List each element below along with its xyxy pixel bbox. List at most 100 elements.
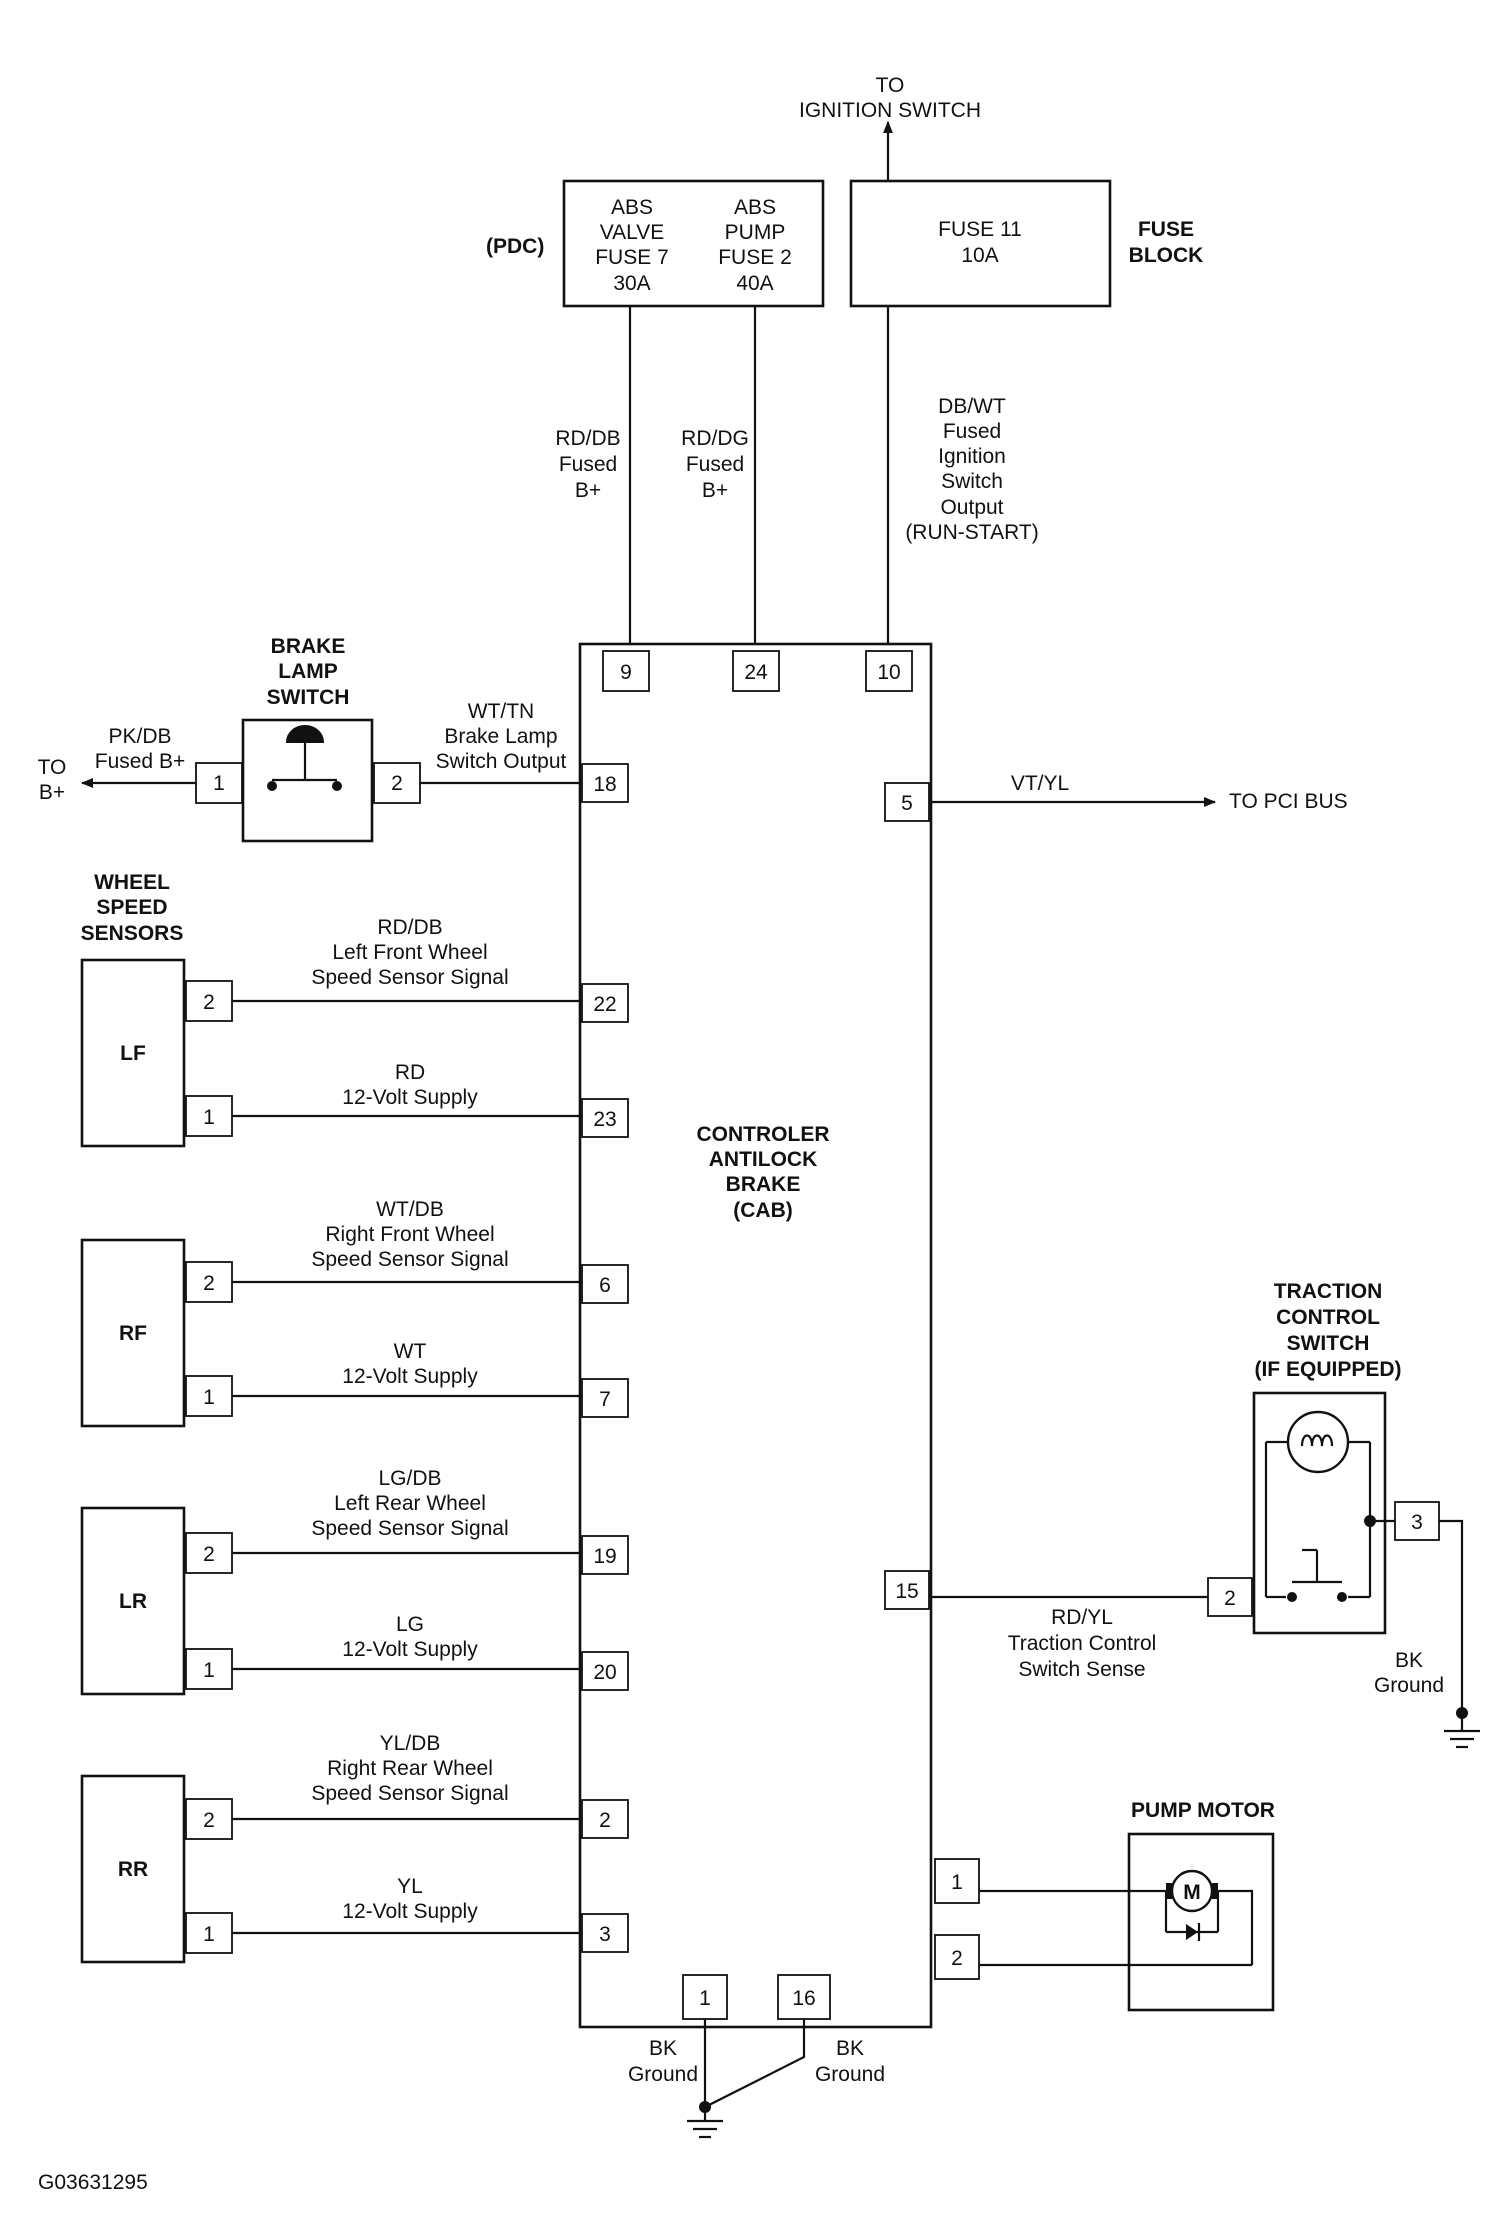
cab-pin-5-label: 5 xyxy=(901,792,913,815)
svg-text:WT/TN: WT/TN xyxy=(468,700,534,723)
pdc-label: (PDC) xyxy=(486,235,544,258)
svg-text:Fused: Fused xyxy=(943,420,1001,443)
traction-pin-2 xyxy=(1207,1577,1253,1617)
sensor-lr-box xyxy=(80,1506,186,1696)
brake-switch-symbol xyxy=(267,725,342,791)
svg-text:B+: B+ xyxy=(702,479,728,502)
cab-pin-2-right-label: 2 xyxy=(951,1947,963,1970)
svg-text:FUSE 7: FUSE 7 xyxy=(595,246,669,269)
svg-text:SPEED: SPEED xyxy=(96,896,167,919)
pdc-box xyxy=(562,179,825,308)
svg-text:TRACTION: TRACTION xyxy=(1274,1280,1383,1303)
abs-valve-fuse: ABS VALVE FUSE 7 30A xyxy=(595,196,669,295)
svg-text:Ground: Ground xyxy=(1374,1674,1444,1697)
svg-text:(CAB): (CAB) xyxy=(733,1199,792,1222)
sensor-rf-pin-1 xyxy=(185,1375,233,1417)
sensor-rr-name: RR xyxy=(118,1858,148,1881)
brake-lamp-switch-title: BRAKE LAMP SWITCH xyxy=(267,635,350,709)
svg-text:Switch Output: Switch Output xyxy=(436,750,567,773)
cab-pin-6-label: 6 xyxy=(599,1274,611,1297)
svg-text:VALVE: VALVE xyxy=(600,221,665,244)
sensor-rf-box xyxy=(80,1238,186,1428)
cab-pin-18 xyxy=(581,763,629,803)
traction-pin-3-label: 3 xyxy=(1411,1511,1423,1534)
svg-text:BK: BK xyxy=(1395,1649,1423,1672)
fuse-11-label: FUSE 11 xyxy=(938,218,1022,241)
wire-10-label: DB/WT Fused Ignition Switch Output (RUN-… xyxy=(905,395,1038,544)
cab-pin-24-label: 24 xyxy=(744,661,768,684)
cab-pin-6 xyxy=(581,1264,629,1304)
svg-text:ABS: ABS xyxy=(734,196,776,219)
cab-pin-7-label: 7 xyxy=(599,1388,611,1411)
svg-text:Left Rear Wheel: Left Rear Wheel xyxy=(334,1492,486,1515)
cab-pin-19-label: 19 xyxy=(593,1545,616,1568)
svg-text:DB/WT: DB/WT xyxy=(938,395,1006,418)
svg-text:RD/DB: RD/DB xyxy=(555,427,620,450)
svg-text:WT: WT xyxy=(394,1340,427,1363)
svg-text:Switch Sense: Switch Sense xyxy=(1018,1658,1145,1681)
cab-pin-16-bottom-label: 16 xyxy=(792,1987,815,2010)
svg-text:Speed Sensor Signal: Speed Sensor Signal xyxy=(311,966,508,989)
svg-text:Traction Control: Traction Control xyxy=(1008,1632,1157,1655)
cab-pin-3-label: 3 xyxy=(599,1923,611,1946)
cab-pin-10-label: 10 xyxy=(877,661,900,684)
svg-text:Ignition: Ignition xyxy=(938,445,1006,468)
svg-text:40A: 40A xyxy=(736,272,773,295)
svg-text:YL/DB: YL/DB xyxy=(380,1732,441,1755)
svg-text:YL: YL xyxy=(397,1875,423,1898)
wire-24-label: RD/DG Fused B+ xyxy=(681,427,749,502)
svg-text:BRAKE: BRAKE xyxy=(726,1173,801,1196)
pump-motor-symbol: M xyxy=(1164,1869,1254,1965)
cab-pin-20 xyxy=(581,1651,629,1691)
sensor-lf-pin-2-label: 2 xyxy=(203,991,215,1014)
sensor-lf-box xyxy=(80,958,186,1148)
traction-sense-label: RD/YL Traction Control Switch Sense xyxy=(1008,1606,1157,1681)
cab-pin-22 xyxy=(581,983,629,1023)
cab-pin-23 xyxy=(581,1098,629,1138)
svg-text:12-Volt Supply: 12-Volt Supply xyxy=(342,1086,478,1109)
pci-bus-label: TO PCI BUS xyxy=(1229,790,1348,813)
cab-pin-9-label: 9 xyxy=(620,661,632,684)
svg-text:BK: BK xyxy=(649,2037,677,2060)
cab-pin-2-right xyxy=(934,1934,980,1980)
svg-text:WHEEL: WHEEL xyxy=(94,871,170,894)
svg-text:(RUN-START): (RUN-START) xyxy=(905,521,1038,544)
cab-ground-right-label: BK Ground xyxy=(815,2037,885,2086)
svg-text:SWITCH: SWITCH xyxy=(1287,1332,1370,1355)
cab-pin-18-label: 18 xyxy=(593,773,616,796)
traction-control-title: TRACTION CONTROL SWITCH (IF EQUIPPED) xyxy=(1254,1280,1401,1381)
svg-text:WT/DB: WT/DB xyxy=(376,1198,444,1221)
cab-pin-15-label: 15 xyxy=(895,1580,918,1603)
cab-pin-19 xyxy=(581,1535,629,1575)
cab-ground-symbol xyxy=(687,2107,723,2139)
traction-ground-symbol xyxy=(1444,1713,1480,1749)
brake-switch-pin-1 xyxy=(195,762,243,804)
to-b-plus-label: TO B+ xyxy=(38,756,67,804)
fuse-block-label-line1: FUSE xyxy=(1138,218,1194,241)
svg-text:RD/YL: RD/YL xyxy=(1051,1606,1113,1629)
cab-title: CONTROLER ANTILOCK BRAKE (CAB) xyxy=(697,1123,830,1222)
brake-switch-left-wire-label: PK/DB Fused B+ xyxy=(95,725,185,773)
sensor-rr-pin-1 xyxy=(185,1912,233,1954)
svg-text:Output: Output xyxy=(940,496,1003,519)
svg-text:SENSORS: SENSORS xyxy=(81,922,184,945)
svg-text:PUMP: PUMP xyxy=(725,221,786,244)
svg-text:Right Front Wheel: Right Front Wheel xyxy=(325,1223,494,1246)
cab-pin-22-label: 22 xyxy=(593,993,616,1016)
wheel-speed-sensors-title: WHEEL SPEED SENSORS xyxy=(81,871,184,945)
svg-text:FUSE 2: FUSE 2 xyxy=(718,246,792,269)
pump-motor-box xyxy=(1127,1832,1275,2012)
brake-switch-pin-2 xyxy=(373,762,421,804)
svg-text:B+: B+ xyxy=(575,479,601,502)
fuse-block-box xyxy=(849,179,1112,308)
svg-text:(IF EQUIPPED): (IF EQUIPPED) xyxy=(1254,1358,1401,1381)
